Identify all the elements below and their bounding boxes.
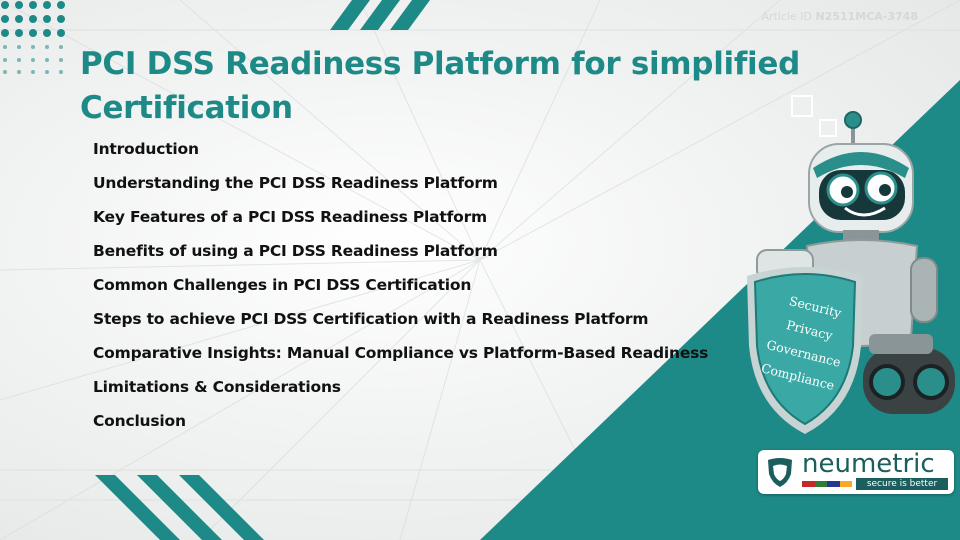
robot-head-stripe: [813, 152, 909, 178]
logo-wordmark: neumetric: [802, 449, 935, 479]
table-of-contents: Introduction Understanding the PCI DSS R…: [93, 132, 708, 438]
logo-tagline: secure is better: [856, 478, 948, 490]
article-id-label: Article ID: [761, 10, 812, 23]
logo-bar-segment: [802, 481, 815, 487]
logo-bar-segment: [814, 481, 827, 487]
robot-smile: [844, 206, 886, 217]
toc-item: Conclusion: [93, 412, 186, 430]
decorative-stripes-bottom: [95, 475, 264, 540]
article-id: Article ID N2511MCA-3748: [761, 10, 918, 23]
toc-item: Introduction: [93, 140, 199, 158]
neumetric-logo: neumetric secure is better: [758, 449, 954, 494]
decorative-stripes-top: [330, 0, 430, 30]
robot-pupil-left: [841, 186, 853, 198]
logo-bar-segment: [827, 481, 840, 487]
toc-item: Steps to achieve PCI DSS Certification w…: [93, 310, 649, 328]
article-id-value: N2511MCA-3748: [815, 10, 918, 23]
logo-color-bar: [802, 481, 852, 487]
robot-arm-right: [910, 257, 938, 323]
shield-logo-icon: [768, 458, 792, 487]
page-title: PCI DSS Readiness Platform for simplifie…: [80, 46, 800, 126]
robot-hip: [869, 334, 933, 354]
toc-item: Comparative Insights: Manual Compliance …: [93, 344, 709, 362]
robot-wheel-back: [913, 364, 949, 400]
robot-pupil-right: [879, 184, 891, 196]
robot-antenna-ball: [844, 111, 862, 129]
toc-item: Key Features of a PCI DSS Readiness Plat…: [93, 208, 487, 226]
logo-bar-segment: [839, 481, 852, 487]
toc-item: Benefits of using a PCI DSS Readiness Pl…: [93, 242, 498, 260]
toc-item: Limitations & Considerations: [93, 378, 341, 396]
toc-item: Common Challenges in PCI DSS Certificati…: [93, 276, 472, 294]
shield: [753, 273, 857, 426]
robot-wheel-front: [869, 364, 905, 400]
toc-item: Understanding the PCI DSS Readiness Plat…: [93, 174, 498, 192]
robot-mascot-illustration: Security Privacy Governance Compliance: [747, 111, 955, 434]
decorative-dot-grid: [1, 1, 65, 74]
